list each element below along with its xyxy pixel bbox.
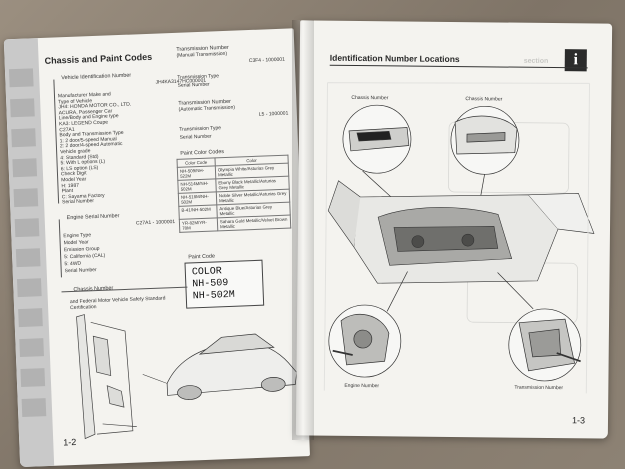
label-transmission-number: Transmission Number	[514, 384, 564, 392]
left-page: Chassis and Paint Codes Vehicle Identifi…	[3, 28, 310, 468]
engine-bay-illustration	[327, 180, 595, 284]
door-jamb-illustration	[76, 314, 137, 440]
page-number-left: 1-2	[63, 436, 77, 448]
coupe-car-illustration	[142, 333, 298, 400]
right-page: Identification Number Locations section …	[295, 20, 613, 439]
chassis-detail-left	[342, 104, 419, 222]
label-chassis-left: Chassis Number	[351, 94, 389, 102]
engine-number-detail	[328, 271, 408, 378]
label-engine-number: Engine Number	[344, 382, 380, 390]
label-chassis-right: Chassis Number	[465, 96, 503, 103]
book-gutter	[292, 20, 314, 440]
locations-diagram	[323, 82, 595, 394]
left-page-illustrations	[76, 314, 298, 440]
chassis-detail-right	[450, 105, 520, 223]
transmission-number-detail	[497, 272, 582, 382]
page-number-right: 1-3	[571, 415, 586, 426]
